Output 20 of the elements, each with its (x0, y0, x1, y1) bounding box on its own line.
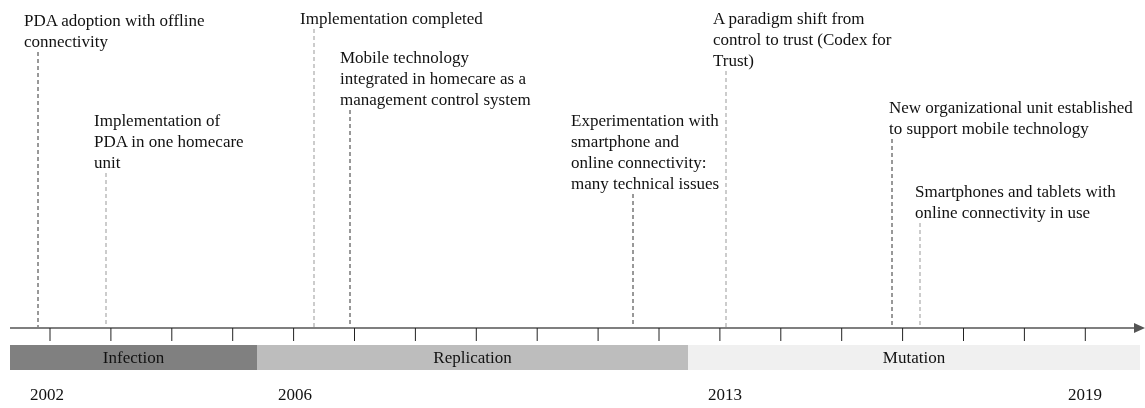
phase-band: Replication (257, 345, 688, 370)
leader-line (37, 51, 39, 328)
leader-line (919, 222, 921, 328)
event-text: New organizational unit established to support mobile technology (889, 97, 1134, 139)
leader-line (725, 70, 727, 328)
event-text: Experimentation with smartphone and online connectivity: many technical issues (571, 110, 721, 194)
event-text: Mobile technology integrated in homecare as a management control system (340, 47, 540, 110)
phase-band: Mutation (688, 345, 1140, 370)
event-text: Implementation completed (300, 8, 483, 29)
leader-line (891, 138, 893, 328)
event-text: A paradigm shift from control to trust (Codex for Trust) (713, 8, 913, 71)
phase-band: Infection (10, 345, 257, 370)
event-text: Implementation of PDA in one homecare unit (94, 110, 244, 173)
year-label: 2002 (30, 385, 64, 405)
event-text: Smartphones and tablets with online connectivity in use (915, 181, 1140, 223)
year-label: 2019 (1068, 385, 1102, 405)
event-text: PDA adoption with offline connectivity (24, 10, 214, 52)
year-label: 2006 (278, 385, 312, 405)
leader-line (313, 28, 315, 328)
year-label: 2013 (708, 385, 742, 405)
